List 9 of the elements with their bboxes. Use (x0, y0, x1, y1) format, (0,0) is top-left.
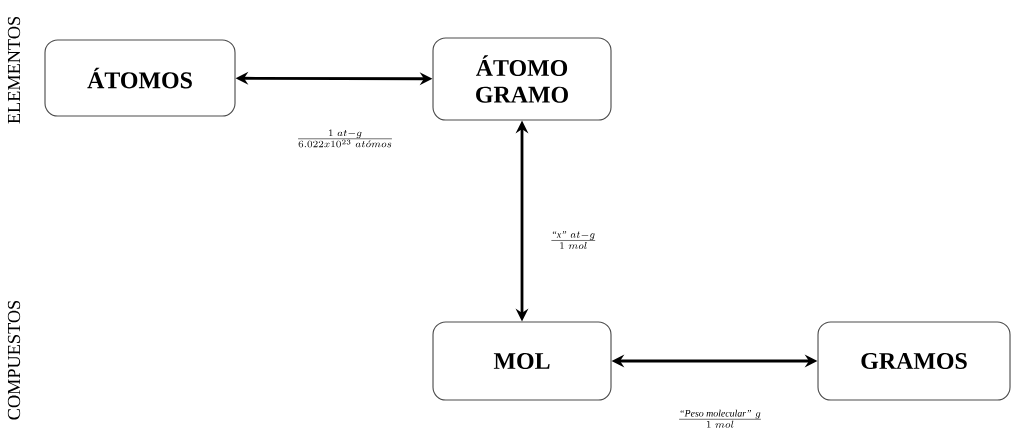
edge-label: $\frac{\text{\itshape ``Peso molecular''}\ g}{1\ mol}$ (676, 408, 764, 430)
edge-label: $\frac{1\ at-g}{6.022x10^{23}\ at\acute{o}mos}$ (295, 128, 395, 149)
edge-label: $\frac{\text{\itshape ``x''}\ at-g}{1\ mol}$ (548, 229, 599, 251)
concept-box: ÁTOMO GRAMO (432, 37, 612, 121)
section-label: ELEMENTOS (7, 16, 21, 124)
section-label: COMPUESTOS (7, 300, 21, 420)
concept-box: ÁTOMOS (44, 39, 236, 117)
concept-box: MOL (432, 321, 612, 401)
concept-box: GRAMOS (817, 321, 1011, 401)
